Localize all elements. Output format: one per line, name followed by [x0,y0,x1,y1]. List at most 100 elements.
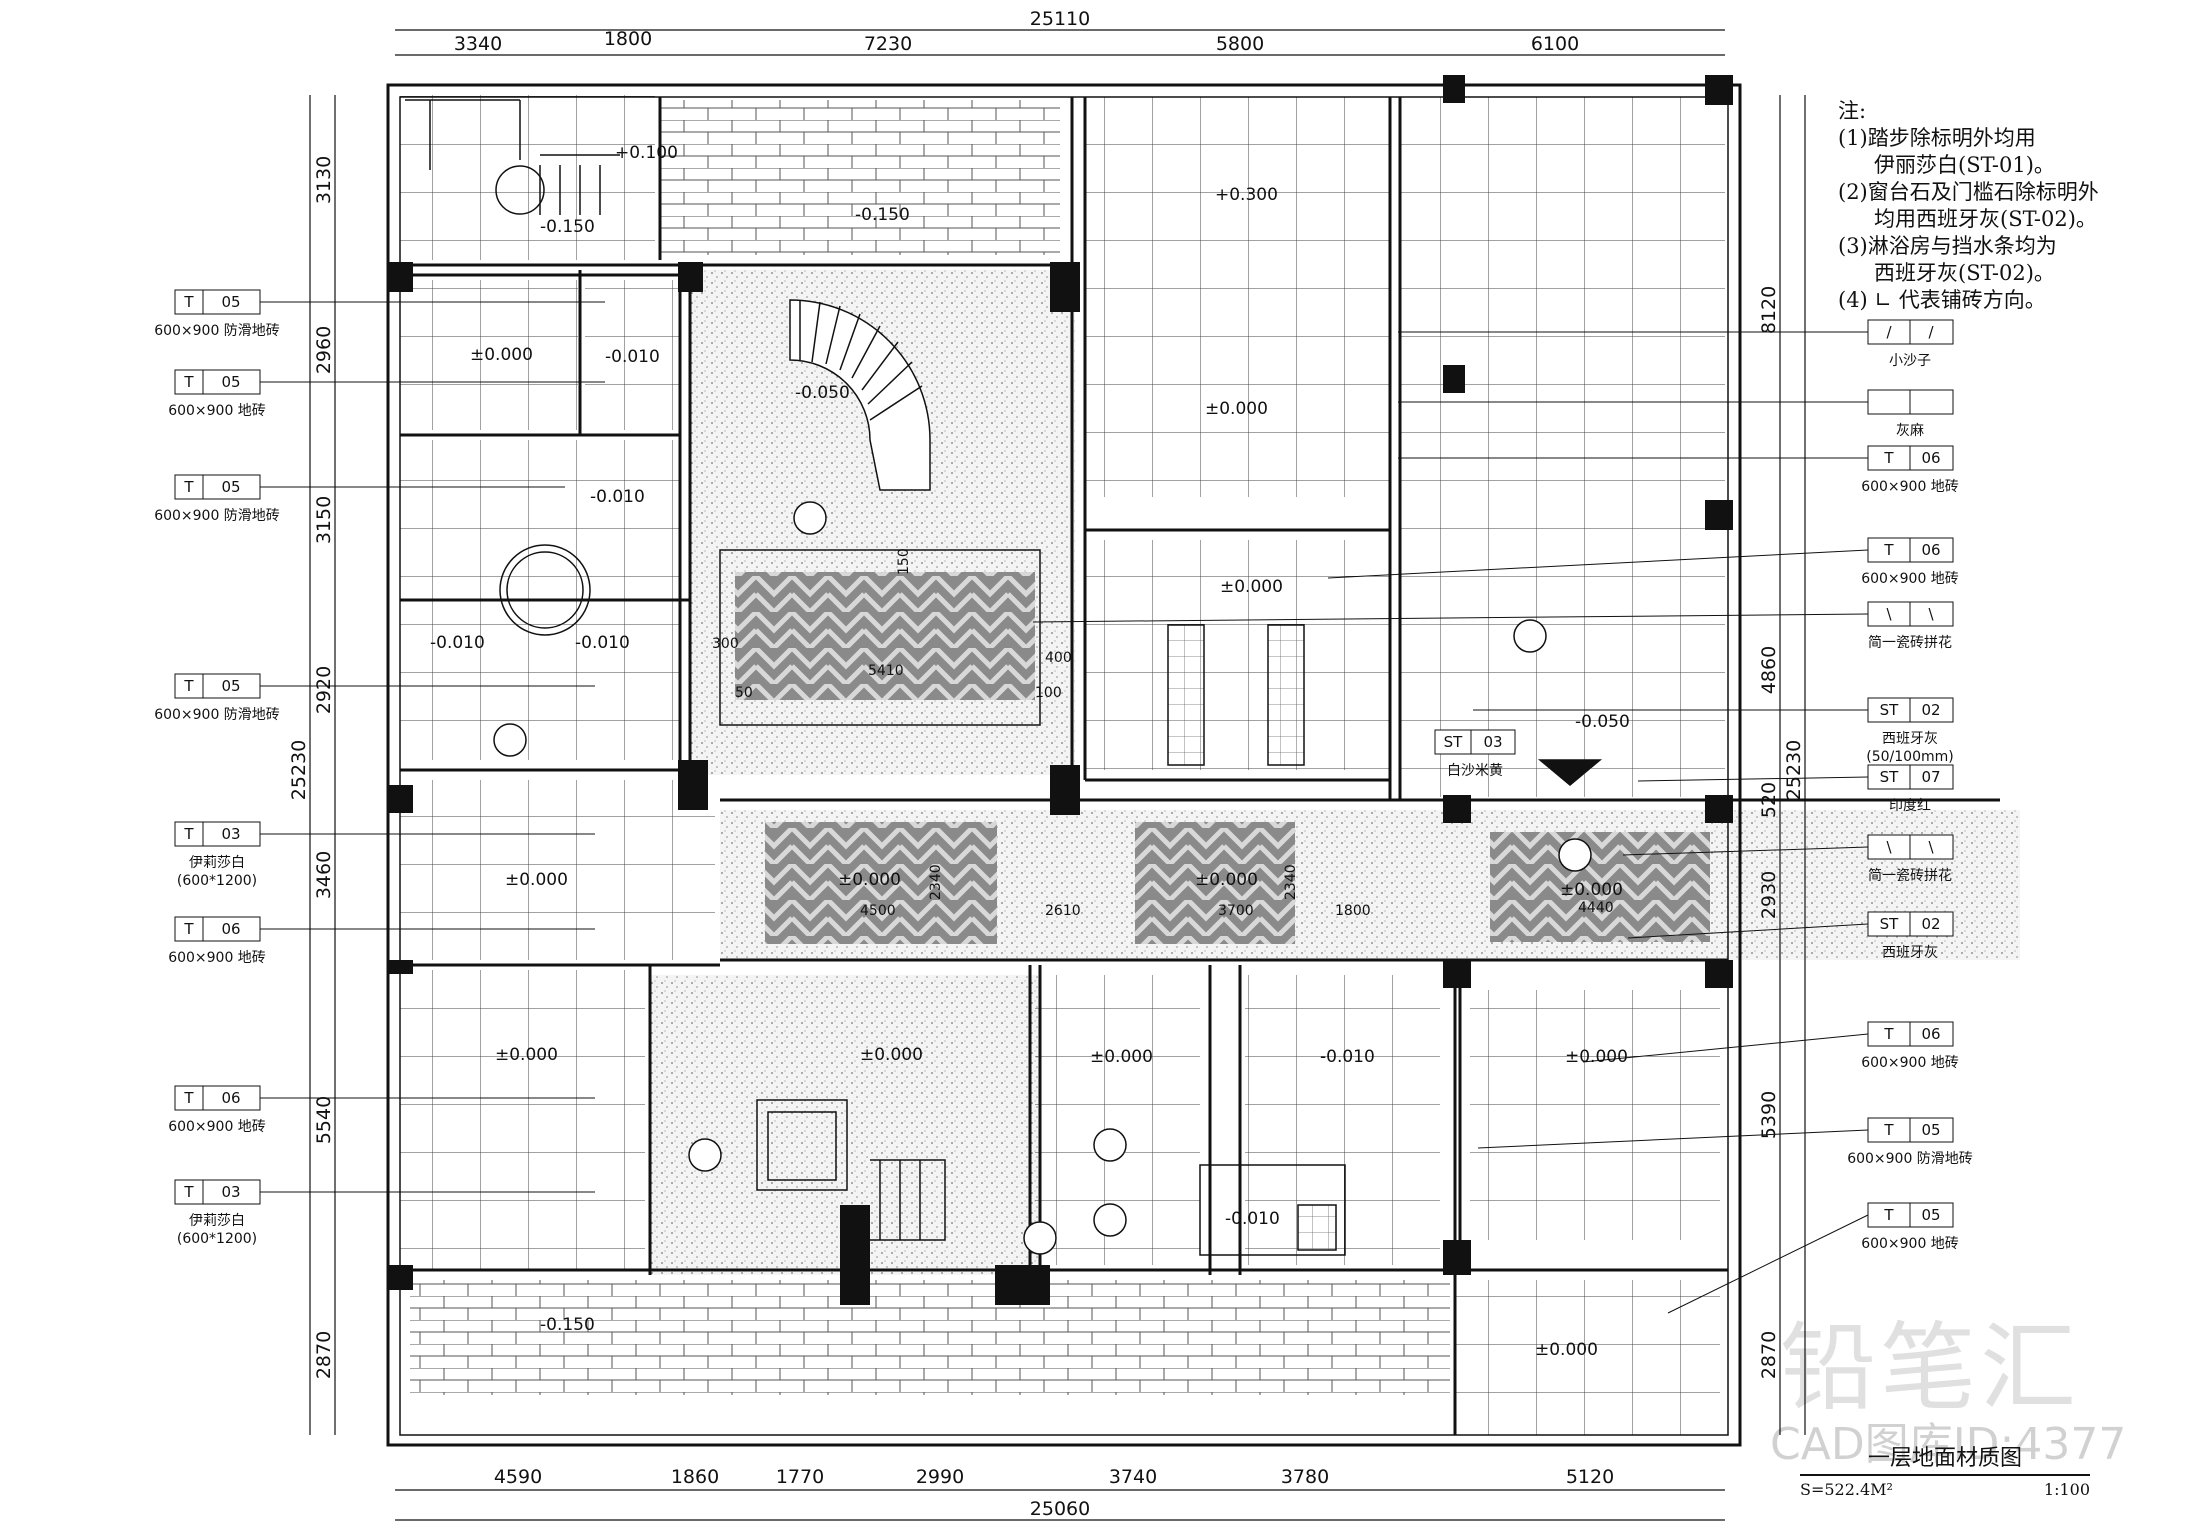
svg-text:600×900 防滑地砖: 600×900 防滑地砖 [1847,1150,1973,1167]
svg-text:03: 03 [221,1183,240,1201]
dim-left-total: 25230 [288,740,310,800]
level-label: ±0.000 [1535,1340,1598,1360]
svg-text:06: 06 [221,1089,240,1107]
level-label: ±0.000 [1560,880,1623,900]
material-tag: T 06 600×900 地砖 [168,916,595,966]
level-label: ±0.000 [860,1045,923,1065]
svg-text:印度红: 印度红 [1889,798,1931,814]
svg-text:T: T [183,1089,194,1107]
svg-text:T: T [183,825,194,843]
title-block: 一层地面材质图 S=522.4M² 1:100 [1800,1440,2090,1499]
material-tag: ST 02 西班牙灰 (50/100mm) [1473,697,1954,765]
dim-bottom-seg: 1860 [671,1466,719,1488]
svg-text:\: \ [1886,838,1892,856]
note-line: 伊丽莎白(ST-01)。 [1874,153,2055,177]
dim-top-total: 25110 [1030,8,1090,30]
svg-text:简一瓷砖拼花: 简一瓷砖拼花 [1868,634,1952,651]
dim-bottom-seg: 5120 [1566,1466,1614,1488]
dim-left-seg: 5540 [313,1096,335,1144]
svg-text:600×900 防滑地砖: 600×900 防滑地砖 [154,507,280,524]
svg-text:/: / [1928,323,1934,341]
svg-text:05: 05 [221,677,240,695]
svg-text:T: T [1883,1206,1894,1224]
material-tag: T 05 600×900 地砖 [168,369,605,419]
inner-dim: 4500 [860,903,896,919]
note-line: (3)淋浴房与挡水条均为 [1838,234,2057,258]
level-label: -0.050 [795,383,850,403]
svg-text:西班牙灰: 西班牙灰 [1882,945,1938,961]
level-label: ±0.000 [1205,399,1268,419]
svg-text:西班牙灰: 西班牙灰 [1882,731,1938,747]
material-tag: T 05 600×900 防滑地砖 [1477,1117,1973,1167]
material-tag: T 06 600×900 地砖 [1398,445,1959,495]
svg-text:600×900 地砖: 600×900 地砖 [1861,479,1959,495]
dim-top-seg: 1800 [604,28,652,50]
svg-text:白沙米黄: 白沙米黄 [1447,762,1503,779]
svg-text:T: T [183,1183,194,1201]
svg-text:05: 05 [1921,1121,1940,1139]
notes-heading: 注: [1838,99,1867,123]
level-label: -0.150 [540,1315,595,1335]
svg-text:06: 06 [1921,541,1940,559]
level-label: ±0.000 [495,1045,558,1065]
note-line: 均用西班牙灰(ST-02)。 [1874,207,2097,231]
svg-text:灰麻: 灰麻 [1896,423,1924,439]
svg-text:600×900 地砖: 600×900 地砖 [168,403,266,419]
drawing-scale: 1:100 [2043,1480,2090,1499]
dim-left-seg: 2920 [313,666,335,714]
walls [386,83,2000,1447]
level-label: ±0.000 [470,345,533,365]
dim-bottom-seg: 2990 [916,1466,964,1488]
fixtures [405,99,1346,1256]
svg-text:05: 05 [1921,1206,1940,1224]
columns [388,75,1733,1305]
svg-text:03: 03 [1483,733,1502,751]
svg-text:ST: ST [1444,733,1464,751]
svg-text:T: T [1883,1121,1894,1139]
level-label: -0.010 [1320,1047,1375,1067]
inner-dim: 4440 [1578,900,1614,916]
material-tag: / / 小沙子 [1398,319,1954,369]
level-label: -0.010 [590,487,645,507]
material-tag: T 03 伊莉莎白 (600*1200) [174,821,595,889]
svg-text:伊莉莎白: 伊莉莎白 [189,1213,245,1229]
inner-dim: 150 [896,548,912,575]
inner-dim: 2610 [1045,903,1081,919]
svg-text:T: T [183,373,194,391]
dim-top-seg: 7230 [864,33,912,55]
level-label: ±0.000 [1195,870,1258,890]
svg-text:06: 06 [1921,1025,1940,1043]
material-tag: T 06 600×900 地砖 [1582,1021,1959,1071]
svg-text:600×900 地砖: 600×900 地砖 [168,950,266,966]
note-line: 西班牙灰(ST-02)。 [1874,261,2055,285]
svg-text:05: 05 [221,478,240,496]
level-label: -0.150 [540,217,595,237]
dim-right-seg: 4860 [1758,646,1780,694]
svg-text:T: T [183,920,194,938]
svg-text:T: T [183,478,194,496]
level-label: -0.010 [1225,1209,1280,1229]
svg-text:03: 03 [221,825,240,843]
svg-text:(600*1200): (600*1200) [177,1231,257,1247]
dim-bottom-seg: 1770 [776,1466,824,1488]
level-label: -0.010 [430,633,485,653]
dim-right-seg: 2930 [1758,871,1780,919]
inner-dimensions: 5410 4500 3700 4440 2610 1800 2340 2340 … [712,548,1614,919]
level-label: -0.010 [575,633,630,653]
material-tag: T 05 600×900 防滑地砖 [154,474,565,524]
note-line: (2)窗台石及门槛石除标明外 [1838,180,2099,204]
general-notes: 注: (1)踏步除标明外均用 伊丽莎白(ST-01)。 (2)窗台石及门槛石除标… [1838,98,2178,314]
svg-text:\: \ [1928,838,1934,856]
section-markers [493,501,1603,1255]
material-tag: T 05 600×900 防滑地砖 [154,673,595,723]
svg-text:600×900 地砖: 600×900 地砖 [1861,1236,1959,1252]
note-line: (4) ∟ 代表铺砖方向。 [1838,288,2046,312]
material-tag: ST 07 印度红 [1637,764,1954,814]
inner-dim: 3700 [1218,903,1254,919]
material-tag: 灰麻 [1398,389,1954,439]
svg-text:/: / [1886,323,1892,341]
floor-area: S=522.4M² [1800,1480,1893,1499]
svg-text:T: T [1883,449,1894,467]
note-line: (1)踏步除标明外均用 [1838,126,2036,150]
dim-right-seg: 8120 [1758,286,1780,334]
